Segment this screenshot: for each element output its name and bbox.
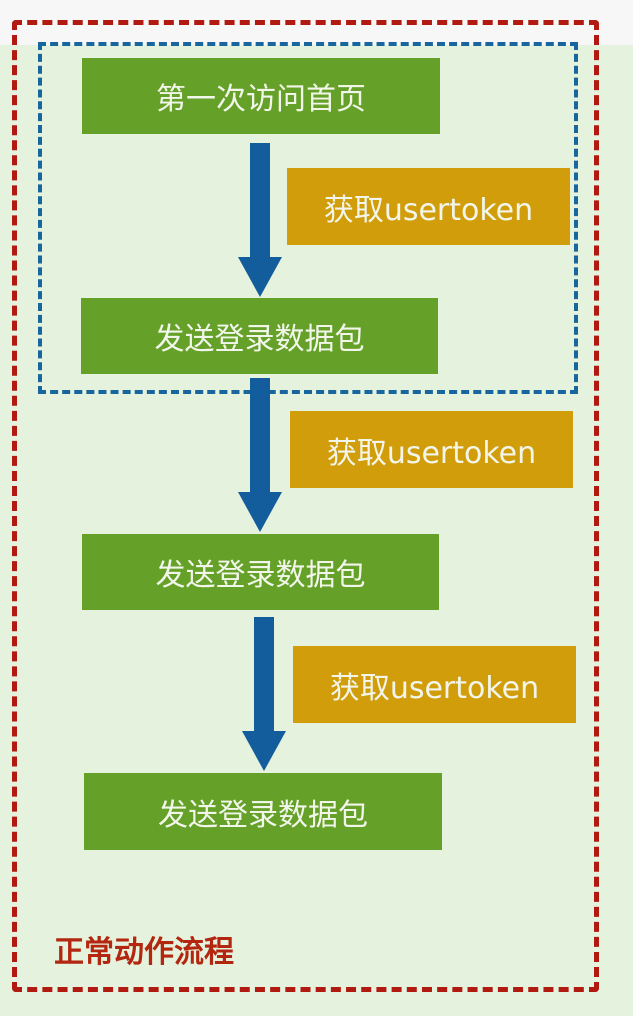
action-get-usertoken: 获取usertoken xyxy=(290,411,573,488)
normal-flow-outer-frame xyxy=(12,20,599,992)
action-get-usertoken: 获取usertoken xyxy=(287,168,570,245)
action-label: 获取usertoken xyxy=(329,670,540,706)
down-arrow-icon xyxy=(238,378,282,532)
step-send-login-packet: 发送登录数据包 xyxy=(84,773,442,850)
step-label: 发送登录数据包 xyxy=(154,322,365,357)
step-label: 第一次访问首页 xyxy=(156,82,366,117)
step-label: 发送登录数据包 xyxy=(158,797,368,833)
down-arrow-icon xyxy=(242,617,286,771)
action-get-usertoken: 获取usertoken xyxy=(293,646,576,723)
down-arrow-icon xyxy=(238,143,282,297)
step-label: 发送登录数据包 xyxy=(155,558,366,593)
step-send-login-packet: 发送登录数据包 xyxy=(81,298,438,374)
action-label: 获取usertoken xyxy=(326,435,537,471)
step-send-login-packet: 发送登录数据包 xyxy=(82,534,439,610)
flow-title: 正常动作流程 xyxy=(54,935,234,970)
action-label: 获取usertoken xyxy=(323,192,534,228)
first-visit-inner-frame xyxy=(38,42,578,394)
step-first-visit-homepage: 第一次访问首页 xyxy=(82,58,440,134)
